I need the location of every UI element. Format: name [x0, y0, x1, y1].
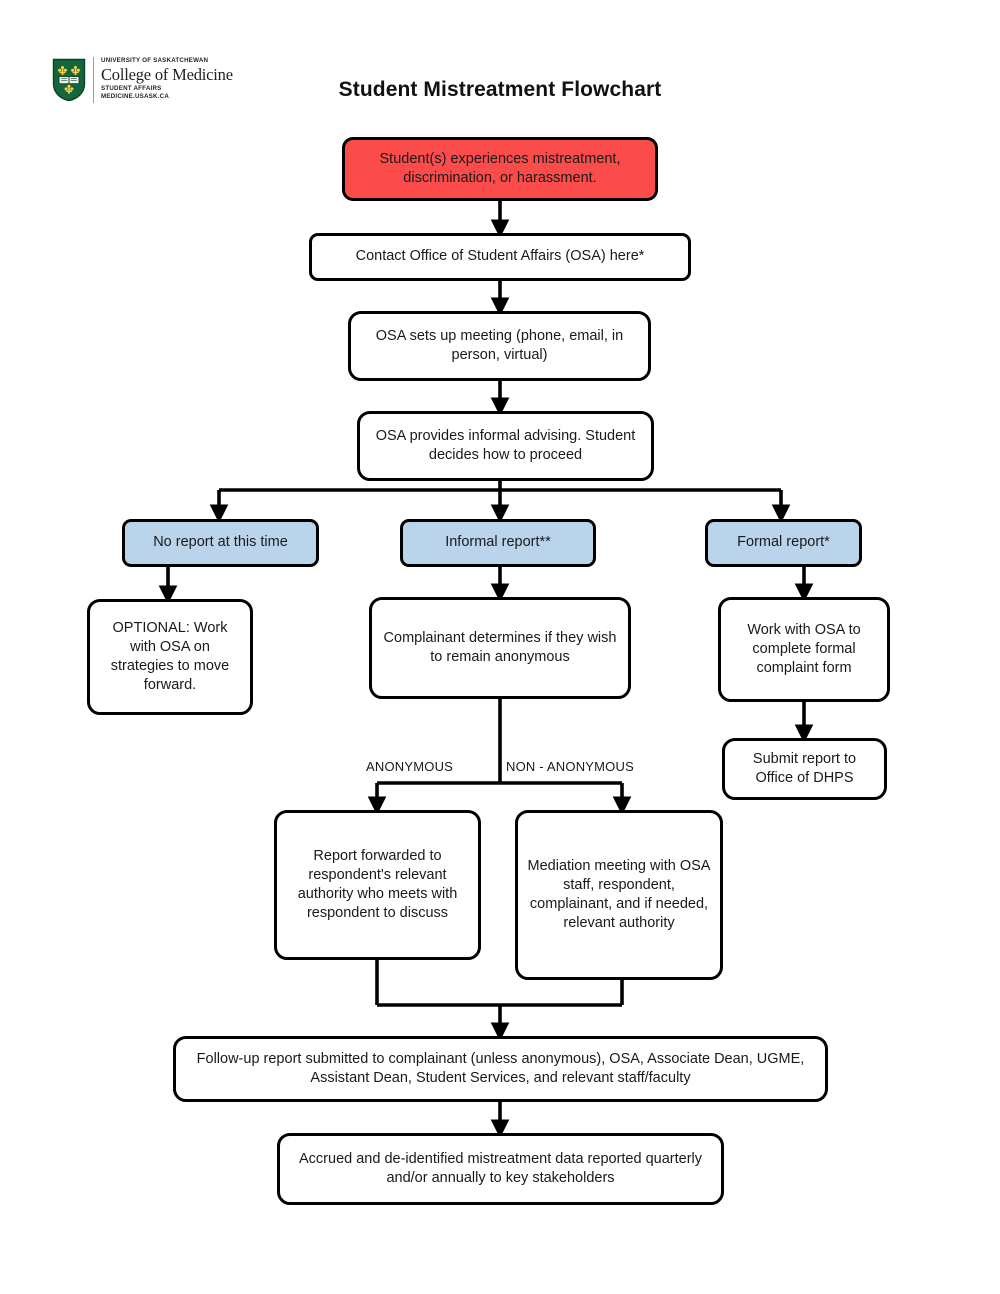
- node-report-forwarded: Report forwarded to respondent's relevan…: [274, 810, 481, 960]
- edge-label-anonymous: ANONYMOUS: [366, 759, 454, 774]
- logo-url-line: MEDICINE.USASK.CA: [101, 92, 170, 100]
- node-informal-report: Informal report**: [400, 519, 596, 567]
- node-optional-strategies: OPTIONAL: Work with OSA on strategies to…: [87, 599, 253, 715]
- logo-college-line: College of Medicine: [101, 64, 233, 84]
- page-title: Student Mistreatment Flowchart: [338, 78, 662, 101]
- node-start: Student(s) experiences mistreatment, dis…: [342, 137, 658, 201]
- node-no-report: No report at this time: [122, 519, 319, 567]
- node-submit-dhps: Submit report to Office of DHPS: [722, 738, 887, 800]
- edge-label-non-anonymous: NON - ANONYMOUS: [506, 759, 634, 774]
- logo-university-line: UNIVERSITY OF SASKATCHEWAN: [101, 57, 209, 65]
- logo-divider: [93, 57, 94, 103]
- node-work-with-osa-form: Work with OSA to complete formal complai…: [718, 597, 890, 702]
- usask-shield-icon: [52, 58, 86, 102]
- logo-wordmark: UNIVERSITY OF SASKATCHEWAN College of Me…: [101, 58, 233, 101]
- node-contact-osa: Contact Office of Student Affairs (OSA) …: [309, 233, 691, 281]
- node-complainant-anonymity: Complainant determines if they wish to r…: [369, 597, 631, 699]
- node-formal-report: Formal report*: [705, 519, 862, 567]
- node-accrued-data: Accrued and de-identified mistreatment d…: [277, 1133, 724, 1205]
- node-mediation-meeting: Mediation meeting with OSA staff, respon…: [515, 810, 723, 980]
- logo-unit-line: STUDENT AFFAIRS: [101, 85, 162, 93]
- node-osa-advising: OSA provides informal advising. Student …: [357, 411, 654, 481]
- node-osa-meeting: OSA sets up meeting (phone, email, in pe…: [348, 311, 651, 381]
- node-follow-up-report: Follow-up report submitted to complainan…: [173, 1036, 828, 1102]
- usask-college-of-medicine-logo: UNIVERSITY OF SASKATCHEWAN College of Me…: [52, 49, 252, 111]
